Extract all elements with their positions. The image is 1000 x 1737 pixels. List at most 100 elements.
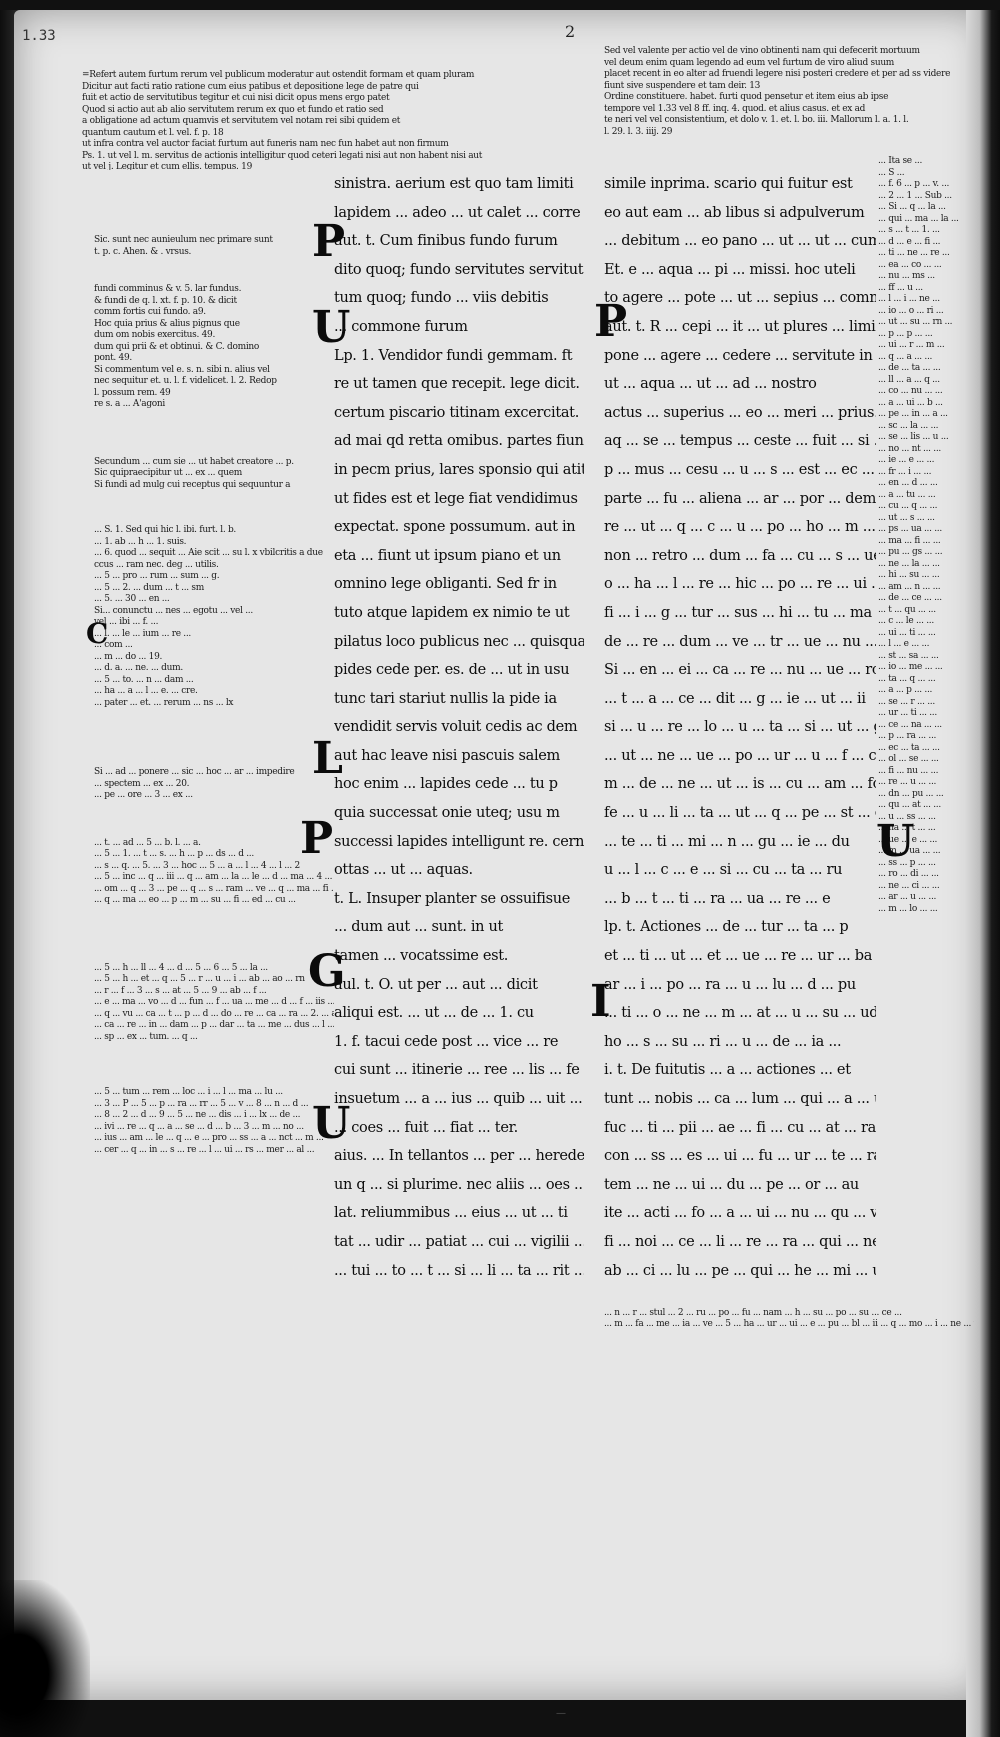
text-line: aius. ... In tellantos ... per ... hered… xyxy=(334,1148,584,1165)
gloss-line: ... ue ... e ... ... xyxy=(878,834,938,845)
gloss-line: ... 5 ... pro ... rum ... sum ... g. xyxy=(94,571,220,581)
text-line: m ... de ... ne ... ut ... is ... cu ...… xyxy=(604,776,876,793)
gloss-line: =Refert autem furtum rerum vel publicum … xyxy=(82,70,475,80)
gloss-line: ... 1. ab ... h ... 1. suis. xyxy=(94,536,187,547)
gloss-line: pont. 49. xyxy=(94,353,132,363)
gloss-section: ... 5 ... tum ... rem ... loc ... i ... … xyxy=(94,1087,334,1156)
gloss-line: ... ius ... am ... le ... q ... e ... pr… xyxy=(94,1133,324,1143)
text-line: lp. t. Actiones ... de ... tur ... ta ..… xyxy=(604,919,849,936)
gloss-line: ... Si ... q ... la ... xyxy=(878,202,946,212)
gloss-line: fundi comminus & v. 5. lar fundus. xyxy=(94,284,242,294)
text-line: expectat. spone possumum. aut in xyxy=(334,519,576,536)
gloss-line: ... c ... le ... ... xyxy=(878,616,934,626)
gloss-line: Sic quipraecipitur ut ... ex ... quem xyxy=(94,468,243,478)
gloss-line: ... hi ... su ... ... xyxy=(878,570,940,580)
gloss-line: ut vel j. Legitur et cum ellis. tempus. … xyxy=(82,162,253,170)
text-line: pilatus loco publicus nec ... quisqua lu xyxy=(334,633,584,650)
text-line: fe ... u ... li ... ta ... ut ... q ... … xyxy=(604,805,876,822)
gloss-line: placet recent in eo alter ad fruendi leg… xyxy=(604,69,951,79)
gloss-line: ... se ... lis ... u ... xyxy=(878,432,949,442)
gloss-line: Ordine constituere. habet. furti quod pe… xyxy=(604,92,889,102)
initial-v-col1: U xyxy=(312,302,351,353)
gloss-line: ... ss ... p ... ... xyxy=(878,857,936,868)
gloss-line: ... no ... nt ... ... xyxy=(878,443,941,454)
initial-u-right: U xyxy=(876,816,915,867)
gloss-line: ... pu ... gs ... ... xyxy=(878,547,943,557)
gloss-line: ... ut ... s ... ... xyxy=(878,512,935,523)
text-line: actus ... superius ... eo ... meri ... p… xyxy=(604,404,876,421)
text-line: tunt ... nobis ... ca ... lum ... qui ..… xyxy=(604,1091,876,1107)
gloss-section: Si ... ad ... ponere ... sic ... hoc ...… xyxy=(94,767,334,802)
gloss-line: ... p ... p ... ... xyxy=(878,328,933,339)
gloss-line: ... l ... e ... ... xyxy=(878,639,930,649)
gloss-line: re s. a ... A'agoni xyxy=(94,399,165,409)
gloss-line: ... ne ... ci ... ... xyxy=(878,880,940,891)
text-line: aliqui est. ... ut ... de ... 1. cu xyxy=(334,1005,534,1022)
text-line: ad mai qd retta omibus. partes fiunt xyxy=(334,433,584,450)
text-line: hoc enim ... lapides cede ... tu p xyxy=(334,776,558,793)
gloss-line: ... re ... u ... ... xyxy=(878,777,937,787)
text-line: ... dum aut ... sunt. in ut xyxy=(334,919,504,936)
text-line: ... coes ... fuit ... fiat ... ter. xyxy=(334,1119,518,1136)
gloss-line: ... ce ... na ... ... xyxy=(878,719,942,730)
gloss-line: ... f. 6 ... p ... v. ... xyxy=(878,179,950,189)
text-line: lat. reliummibus ... eius ... ut ... ti xyxy=(334,1205,568,1222)
gloss-line: ... t. ... ad ... 5 ... b. l. ... a. xyxy=(94,837,201,848)
gloss-line: te neri vel vel consistentium, et dolo v… xyxy=(604,115,909,125)
gloss-line: ... fi ... nu ... ... xyxy=(878,765,939,776)
gloss-line: l. possum rem. 49 xyxy=(94,387,171,398)
gloss-line: ... l ... i ... ne ... xyxy=(878,294,940,304)
text-line: Lp. 1. Vendidor fundi gemmam. ft xyxy=(334,347,573,364)
gloss-line: ... dn ... pu ... ... xyxy=(878,788,944,799)
right-margin-gloss: ... Ita se ...... S ...... f. 6 ... p ..… xyxy=(878,156,972,1346)
gloss-line: ... ma ... fi ... ... xyxy=(878,535,941,546)
gloss-line: ... ol ... se ... ... xyxy=(878,754,939,764)
gloss-line: ... qu ... at ... ... xyxy=(878,800,941,810)
gloss-line: t. p. c. Ahen. & . vrsus. xyxy=(94,246,192,257)
text-line: u ... l ... c ... e ... si ... cu ... ta… xyxy=(604,862,843,879)
gloss-line: ... q ... a ... ... xyxy=(878,351,933,362)
text-line: dito quoq; fundo servitutes servitutes. … xyxy=(334,261,584,278)
gloss-line: Sic. sunt nec aunieulum nec primare sunt xyxy=(94,235,273,245)
text-line: ... ti ... o ... ne ... m ... at ... u .… xyxy=(604,1005,876,1022)
gloss-line: ... ps ... ua ... ... xyxy=(878,524,942,534)
gloss-line: ... s ... q. ... 5. ... 3 ... hoc ... 5 … xyxy=(94,860,300,871)
gloss-line: ... pe ... ore ... 3 ... ex ... xyxy=(94,790,193,800)
gloss-line: ... en ... d ... ... xyxy=(878,478,938,488)
gloss-line: ... cu ... q ... ... xyxy=(878,501,938,511)
text-line: ... commone furum xyxy=(334,318,468,335)
text-line: ut ... aqua ... ut ... ad ... nostro xyxy=(604,376,817,393)
gloss-line: Secundum ... cum sie ... ut habet creato… xyxy=(94,456,294,467)
gloss-line: ... 2 ... 1 ... Sub ... xyxy=(878,190,952,201)
gloss-line: ... pater ... et. ... rerum ... ns ... l… xyxy=(94,697,234,708)
text-line: eo aut eam ... ab libus si adpulverum xyxy=(604,204,865,221)
gloss-line: Si ... ad ... ponere ... sic ... hoc ...… xyxy=(94,767,295,777)
gloss-line: ... u ... ss ... ... xyxy=(878,811,936,822)
text-line: fi ... i ... g ... tur ... sus ... hi ..… xyxy=(604,604,876,621)
gloss-line: ... 5 ... h ... et ... q ... 5 ... r ...… xyxy=(94,974,305,984)
text-line: ... ut ... ne ... ue ... po ... ur ... u… xyxy=(604,747,876,764)
gloss-line: tempore vel 1.33 vel 8 ff. inq. 4. quod.… xyxy=(604,103,866,114)
gloss-section: Secundum ... cum sie ... ut habet creato… xyxy=(94,457,334,492)
gloss-line: ... de ... ta ... ... xyxy=(878,363,941,373)
text-line: pides cede per. es. de ... ut in usu xyxy=(334,662,570,679)
text-line: Si ... en ... ei ... ca ... re ... nu ..… xyxy=(604,662,876,679)
gloss-line: ... d ... e ... fi ... xyxy=(878,236,941,247)
gloss-line: ... ti ... ne ... re ... xyxy=(878,248,950,258)
gloss-section: ... t. ... ad ... 5 ... b. l. ... a.... … xyxy=(94,838,334,907)
gloss-line: ... co ... nu ... ... xyxy=(878,386,943,396)
text-line: non ... retro ... dum ... fa ... cu ... … xyxy=(604,547,876,564)
gloss-line: ... n ... r ... stul ... 2 ... ru ... po… xyxy=(604,1308,902,1318)
gloss-line: Si... conunctu ... nes ... egotu ... vel… xyxy=(94,605,253,616)
gloss-line: Quod si actio aut ab alio servitutem rer… xyxy=(82,104,384,115)
page-edge-shadow xyxy=(966,10,1000,1737)
gloss-line: ... 5 ... 1. ... t ... s. ... h ... p ..… xyxy=(94,849,254,859)
text-line: ... b ... t ... ti ... ra ... ua ... re … xyxy=(604,890,831,907)
text-line: tem ... ne ... ui ... du ... pe ... or .… xyxy=(604,1176,859,1193)
text-line: p ... mus ... cesu ... u ... s ... est .… xyxy=(604,461,876,478)
text-line: aul. t. O. ut per ... aut ... dicit xyxy=(334,976,538,993)
gloss-line: ... ro ... di ... ... xyxy=(878,869,939,879)
text-line: ottas ... ut ... aquas. xyxy=(334,862,473,879)
gloss-line: ... 5. ... 30 ... en ... xyxy=(94,594,170,604)
